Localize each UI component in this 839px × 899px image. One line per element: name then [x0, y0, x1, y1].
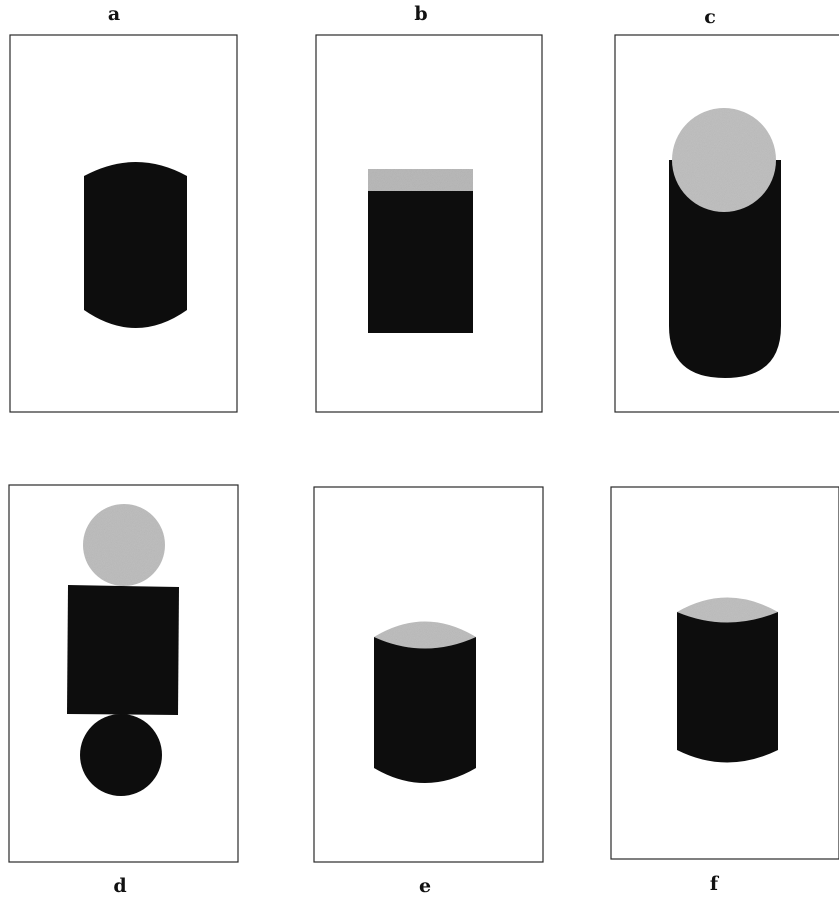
panel-d-top-disk [83, 504, 165, 586]
panel-a [10, 35, 237, 412]
panel-c [615, 35, 839, 412]
panel-d-bottom-disk [80, 714, 162, 796]
panel-e [314, 487, 543, 862]
panel-b-body [368, 191, 473, 333]
panel-a-cylinder-body [84, 162, 187, 328]
panel-b-top-face [368, 169, 473, 191]
panel-d [9, 485, 238, 862]
panel-d-square-body [67, 585, 179, 715]
panel-e-cylinder-body [374, 637, 476, 783]
panel-c-top-disk [672, 108, 776, 212]
panel-f-cylinder-body [677, 612, 778, 763]
panel-b [316, 35, 542, 412]
panel-f [611, 487, 839, 859]
